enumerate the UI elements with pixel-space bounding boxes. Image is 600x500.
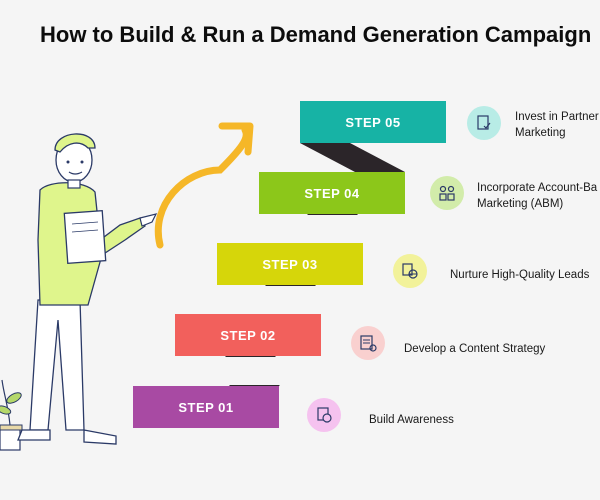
step-label-2: STEP 02 (220, 327, 276, 343)
step-label-3: STEP 03 (262, 256, 318, 272)
growth-arrow-head (218, 122, 254, 156)
presenter-person (17, 133, 158, 445)
growth-arrow (154, 126, 250, 249)
plant (0, 379, 23, 451)
step-label-5: STEP 05 (345, 114, 401, 130)
step-2-description-line: Develop a Content Strategy (404, 343, 546, 355)
step-label-4: STEP 04 (304, 185, 360, 201)
step-label-1: STEP 01 (178, 399, 234, 415)
step-2-description: Develop a Content Strategy (404, 341, 545, 357)
page-title: How to Build & Run a Demand Generation C… (40, 22, 592, 47)
content-strategy-icon (351, 326, 385, 360)
step-3-description-line: Nurture High-Quality Leads (450, 269, 590, 281)
awareness-icon (307, 398, 341, 432)
step-3-description: Nurture High-Quality Leads (450, 267, 589, 283)
step-4-description-line-2: Marketing (ABM) (477, 198, 564, 210)
step-1-description: Build Awareness (369, 412, 454, 428)
step-bar-1: STEP 01 (133, 386, 279, 428)
step-4-description: Incorporate Account-Ba Marketing (ABM) (477, 180, 597, 212)
step-bar-2: STEP 02 (175, 314, 321, 356)
step-5-description: Invest in Partner Marketing (515, 109, 599, 141)
step-4-description-line-1: Incorporate Account-Ba (477, 182, 598, 194)
step-1-description-line: Build Awareness (369, 414, 454, 426)
step-5-description-line-1: Invest in Partner (515, 111, 599, 123)
abm-users-icon (430, 176, 464, 210)
step-5-description-line-2: Marketing (515, 127, 566, 139)
leads-globe-icon (393, 254, 427, 288)
step-bar-3: STEP 03 (217, 243, 363, 285)
step-bar-5: STEP 05 (300, 101, 446, 143)
step-bar-4: STEP 04 (259, 172, 405, 214)
connector-5-top (300, 143, 405, 172)
partner-document-icon (467, 106, 501, 140)
